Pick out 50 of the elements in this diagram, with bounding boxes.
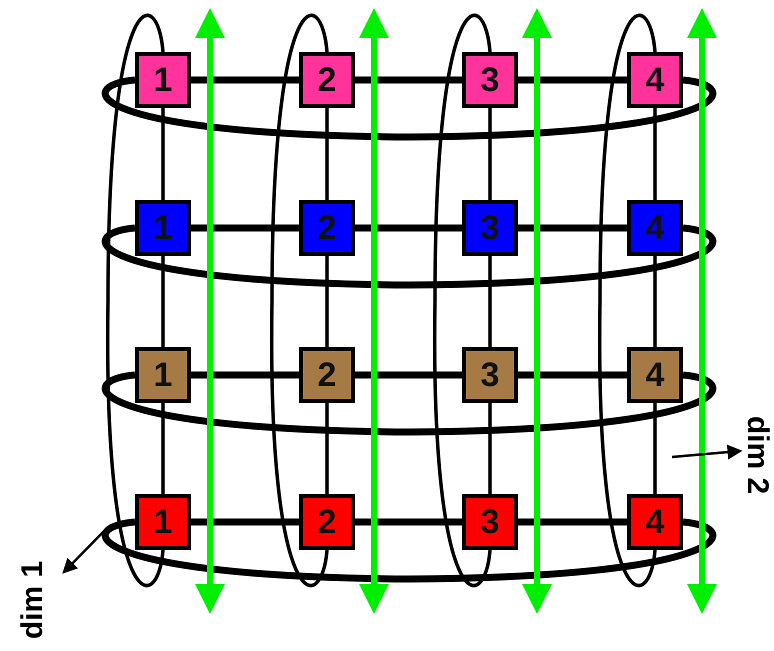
link-line bbox=[191, 76, 299, 84]
link-line bbox=[161, 403, 165, 494]
node-square: 2 bbox=[299, 347, 355, 403]
link-line bbox=[106, 14, 165, 587]
node-square: 1 bbox=[135, 52, 191, 108]
link-line bbox=[191, 224, 299, 232]
link-line bbox=[325, 256, 329, 347]
link-line bbox=[102, 372, 716, 436]
axis-label: dim 2 bbox=[740, 416, 774, 494]
node-square: 3 bbox=[462, 200, 518, 256]
link-line bbox=[518, 518, 627, 526]
link-line bbox=[518, 76, 627, 84]
link-line bbox=[102, 224, 716, 288]
link-line bbox=[355, 372, 462, 378]
link-line bbox=[270, 14, 329, 587]
link-line bbox=[598, 14, 657, 587]
link-line bbox=[161, 256, 165, 347]
link-line bbox=[653, 256, 657, 347]
link-line bbox=[653, 108, 657, 200]
node-square: 2 bbox=[299, 200, 355, 256]
link-line bbox=[355, 76, 462, 84]
link-line bbox=[102, 76, 716, 140]
node-square: 4 bbox=[627, 494, 683, 550]
node-square: 1 bbox=[135, 347, 191, 403]
link-line bbox=[191, 518, 299, 526]
node-square: 3 bbox=[462, 494, 518, 550]
node-square: 2 bbox=[299, 52, 355, 108]
link-line bbox=[325, 108, 329, 200]
link-line bbox=[488, 256, 492, 347]
link-line bbox=[191, 372, 299, 378]
node-square: 4 bbox=[627, 52, 683, 108]
node-square: 4 bbox=[627, 200, 683, 256]
node-square: 3 bbox=[462, 52, 518, 108]
node-square: 1 bbox=[135, 200, 191, 256]
node-square: 2 bbox=[299, 494, 355, 550]
link-line bbox=[325, 403, 329, 494]
link-line bbox=[518, 224, 627, 232]
link-line bbox=[518, 372, 627, 378]
link-line bbox=[653, 403, 657, 494]
node-square: 1 bbox=[135, 494, 191, 550]
link-line bbox=[488, 108, 492, 200]
link-line bbox=[355, 518, 462, 526]
link-line bbox=[488, 403, 492, 494]
link-line bbox=[355, 224, 462, 232]
link-line bbox=[102, 518, 716, 582]
axis-label: dim 1 bbox=[16, 560, 50, 640]
node-square: 4 bbox=[627, 347, 683, 403]
link-line bbox=[161, 108, 165, 200]
link-line bbox=[433, 14, 492, 587]
node-square: 3 bbox=[462, 347, 518, 403]
